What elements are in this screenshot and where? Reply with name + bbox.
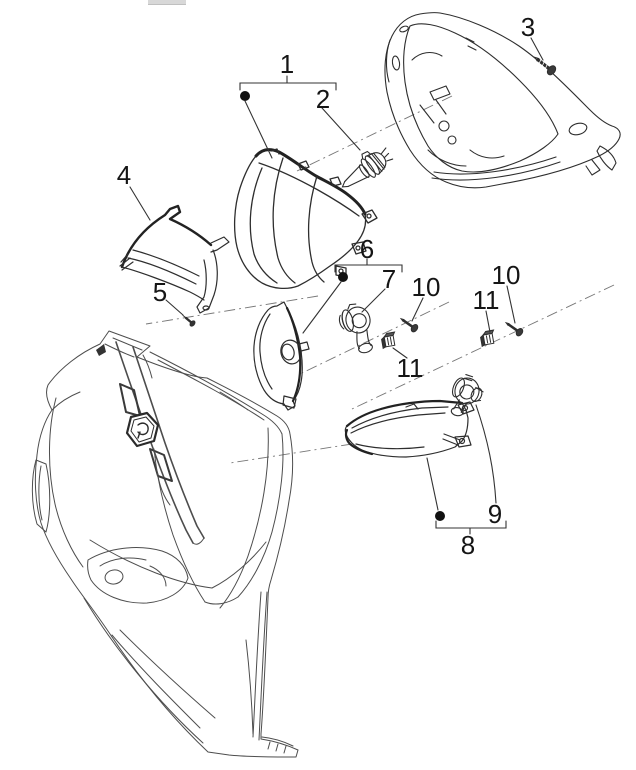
leader-line-8 bbox=[426, 457, 439, 511]
headlamp-drawing bbox=[233, 148, 378, 290]
callout-label-8: 8 bbox=[460, 530, 476, 560]
callout-bracket-1 bbox=[239, 75, 337, 91]
headlamp-trim-drawing bbox=[119, 204, 230, 314]
leader-line-1 bbox=[244, 100, 273, 159]
leader-line-11-right bbox=[485, 310, 491, 333]
callout-label-1: 1 bbox=[279, 49, 295, 79]
callout-label-6: 6 bbox=[359, 234, 375, 264]
callout-label-7: 7 bbox=[381, 264, 397, 294]
callout-label-10-left: 10 bbox=[411, 272, 441, 302]
callout-label-10-right: 10 bbox=[491, 260, 521, 290]
headlamp-bulb-drawing bbox=[341, 147, 394, 188]
bullet-marker-6 bbox=[338, 272, 348, 282]
center-line-shield-axis bbox=[229, 443, 353, 464]
callout-label-4: 4 bbox=[116, 160, 132, 190]
callout-graphics bbox=[129, 37, 544, 535]
leader-line-2 bbox=[321, 107, 361, 151]
mounting-screw-3-drawing bbox=[533, 56, 557, 76]
leader-line-7 bbox=[361, 288, 386, 313]
clip-right-drawing bbox=[480, 329, 495, 348]
leader-line-10-right bbox=[506, 285, 516, 324]
clip-left-drawing bbox=[381, 331, 396, 350]
right-turn-signal-drawing bbox=[344, 399, 475, 458]
callout-label-2: 2 bbox=[315, 84, 331, 114]
leader-line-9 bbox=[475, 404, 497, 504]
bulb-holder-left-drawing bbox=[338, 303, 373, 354]
bulb-holder-right-drawing bbox=[450, 373, 484, 417]
callout-label-11-right: 11 bbox=[472, 285, 500, 315]
center-line-right-signal-axis bbox=[351, 284, 615, 410]
leader-line-3 bbox=[530, 37, 544, 61]
trim-screw-drawing bbox=[182, 314, 196, 327]
brand-logo-hexagon bbox=[125, 411, 160, 448]
signal-screw-right-drawing bbox=[504, 321, 524, 337]
callout-label-3: 3 bbox=[520, 12, 536, 42]
leader-line-4 bbox=[129, 186, 151, 221]
callout-bracket-6 bbox=[334, 258, 403, 273]
bullet-marker-8 bbox=[435, 511, 445, 521]
center-line-trim-axis bbox=[145, 295, 319, 325]
leader-line-10-left bbox=[411, 297, 424, 322]
callout-label-5: 5 bbox=[152, 277, 168, 307]
callout-label-11-left: 11 bbox=[396, 353, 424, 383]
center-lines bbox=[145, 95, 615, 464]
handlebar-cover-drawing bbox=[384, 12, 621, 189]
left-turn-signal-drawing bbox=[253, 301, 310, 411]
leader-line-11-left bbox=[392, 347, 408, 359]
front-shield-drawing bbox=[31, 330, 299, 758]
center-line-left-signal-axis bbox=[299, 301, 450, 375]
callout-bracket-8 bbox=[435, 520, 507, 535]
cropped-object-top-edge bbox=[148, 0, 186, 5]
leader-line-5 bbox=[165, 299, 184, 316]
bullet-marker-1 bbox=[240, 91, 250, 101]
callout-label-9: 9 bbox=[487, 499, 503, 529]
signal-screw-left-drawing bbox=[399, 317, 419, 333]
center-line-headlamp-axis bbox=[296, 95, 453, 172]
leader-line-6 bbox=[302, 281, 342, 334]
